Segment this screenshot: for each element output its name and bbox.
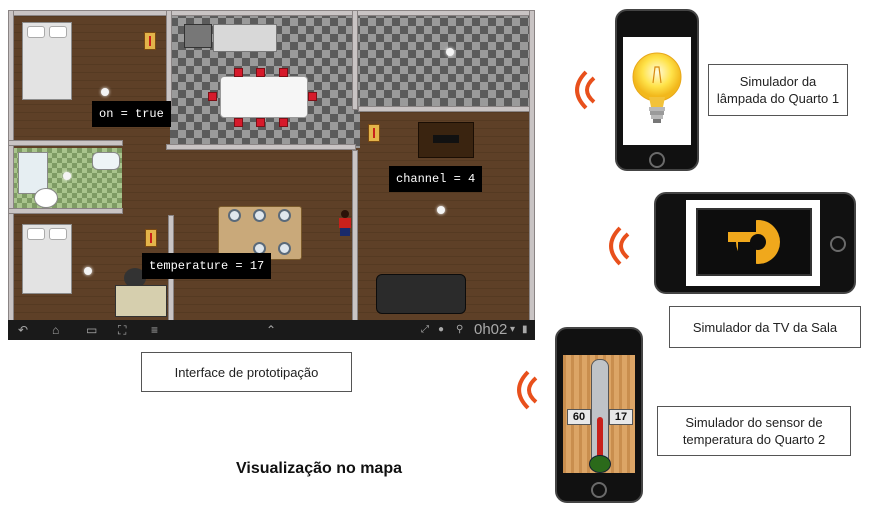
home-icon[interactable]: ⌂: [52, 323, 60, 337]
dining-table: [220, 76, 308, 118]
tv-cabinet: [418, 122, 474, 158]
light-bulb-icon[interactable]: [446, 48, 454, 56]
wall: [358, 106, 535, 112]
wireless-signal-icon: [575, 70, 596, 110]
recent-apps-icon[interactable]: ▭: [86, 323, 98, 337]
plate: [278, 209, 291, 222]
light-bulb-icon[interactable]: [101, 88, 109, 96]
sofa: [376, 274, 466, 314]
desk: [115, 285, 167, 317]
light-bulb-icon[interactable]: [84, 267, 92, 275]
temperature-simulator-screen[interactable]: 60 17: [563, 355, 635, 473]
thermometer-icon[interactable]: [145, 229, 157, 247]
temperature-label: temperature = 17: [142, 253, 272, 279]
wall: [8, 208, 123, 214]
back-icon[interactable]: ↶: [18, 323, 29, 337]
plate: [253, 209, 266, 222]
light-bulb-icon[interactable]: [437, 206, 445, 214]
usb-icon: ⚲: [456, 324, 464, 335]
temperature-scale-right-value: 17: [609, 409, 633, 425]
bed-room-1: [22, 22, 72, 100]
chair: [208, 92, 217, 101]
fullscreen-icon: ⤢: [421, 324, 429, 335]
temperature-scale-left-value: 60: [567, 409, 591, 425]
wall: [166, 144, 356, 150]
chevron-up-icon[interactable]: ⌃: [266, 323, 277, 337]
light-bulb-icon[interactable]: [63, 172, 71, 180]
chair: [234, 68, 243, 77]
hall-floor: [360, 10, 535, 106]
temperature-simulator-phone[interactable]: 60 17: [555, 327, 643, 503]
thermometer-bulb: [589, 455, 611, 473]
tv-channel-label: channel = 4: [389, 166, 483, 192]
toilet: [34, 188, 58, 208]
prototyping-interface-caption: Interface de prototipação: [141, 352, 352, 392]
wall: [529, 10, 535, 328]
bed-room-2: [22, 224, 72, 294]
battery-icon: ▮: [522, 324, 528, 335]
floor-plan-map[interactable]: on = true channel = 4 temperature = 17: [8, 10, 535, 328]
chair: [308, 92, 317, 101]
chair: [256, 118, 265, 127]
plate: [228, 209, 241, 222]
lamp-simulator-screen[interactable]: [623, 37, 691, 145]
wall: [166, 10, 172, 110]
tv-simulator-screen[interactable]: [686, 200, 820, 286]
wall: [352, 10, 358, 110]
power-button-icon[interactable]: [830, 236, 846, 252]
screenshot-icon[interactable]: ⛶: [118, 323, 127, 337]
android-navigation-bar: ↶ ⌂ ▭ ⛶ ≡ ⌃ ⤢ ● ⚲ 0h02 ▾ ▮: [8, 320, 535, 340]
lamp-simulator-caption: Simulador da lâmpada do Quarto 1: [708, 64, 848, 116]
clock: 0h02: [474, 321, 508, 338]
wireless-signal-icon: [609, 226, 630, 266]
power-button-icon[interactable]: [649, 152, 665, 168]
lamp-simulator-phone[interactable]: [615, 9, 699, 171]
chair: [256, 68, 265, 77]
home-button-icon[interactable]: [591, 482, 607, 498]
menu-icon[interactable]: ≡: [151, 323, 159, 337]
wall: [8, 140, 123, 146]
light-state-label: on = true: [92, 101, 171, 127]
android-icon: ●: [438, 324, 445, 335]
tv-simulator-phone[interactable]: [654, 192, 856, 294]
wall: [352, 150, 358, 328]
wall: [8, 10, 14, 328]
light-bulb-on-icon: [632, 52, 682, 123]
user-avatar[interactable]: [338, 210, 352, 236]
tv-icon: [696, 208, 812, 276]
chair: [279, 118, 288, 127]
stove: [184, 24, 212, 48]
chair-dark: [124, 268, 146, 288]
channel-logo-icon: [728, 218, 780, 266]
chair: [234, 118, 243, 127]
wifi-icon: ▾: [510, 324, 516, 335]
plate: [278, 242, 291, 255]
sink: [213, 24, 277, 52]
temperature-simulator-caption: Simulador do sensor de temperatura do Qu…: [657, 406, 851, 456]
thermometer-mercury: [597, 417, 603, 460]
thermometer-icon[interactable]: [368, 124, 380, 142]
wireless-signal-icon: [517, 370, 538, 410]
thermometer-tube: [591, 359, 609, 465]
shower: [18, 152, 48, 194]
wall: [8, 10, 535, 16]
chair: [279, 68, 288, 77]
map-view-title: Visualização no mapa: [236, 460, 402, 477]
washbasin: [92, 152, 120, 170]
tv-simulator-caption: Simulador da TV da Sala: [669, 306, 861, 348]
thermometer-icon[interactable]: [144, 32, 156, 50]
